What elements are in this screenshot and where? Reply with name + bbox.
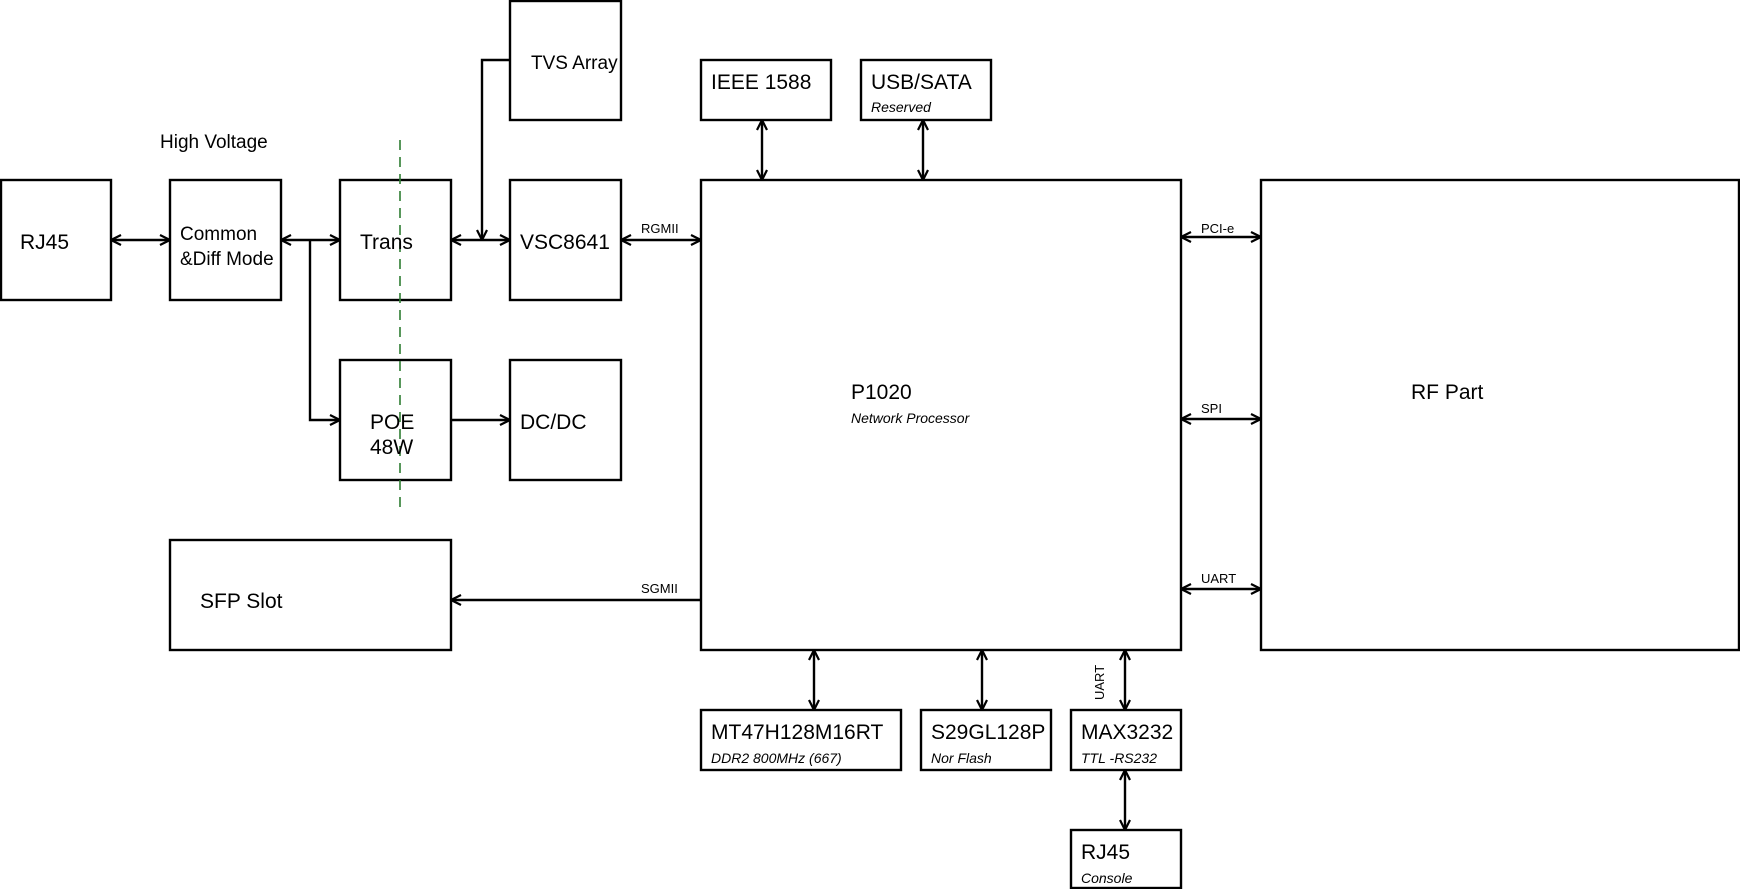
vsc8641-box (508, 178, 623, 302)
rf-part-label: RF Part (1411, 381, 1484, 404)
poe-label-1: POE (370, 411, 414, 434)
common-diff-label-2: &Diff Mode (180, 249, 274, 270)
sfp-slot-box (168, 538, 453, 652)
common-diff-label-1: Common (180, 224, 257, 245)
trans-box (338, 178, 453, 302)
uart-max-label: UART (1092, 665, 1107, 700)
ddr2-label: MT47H128M16RT (711, 721, 884, 744)
common-diff-mode-box (168, 178, 283, 302)
ieee1588-label: IEEE 1588 (711, 71, 811, 94)
usb-sata-box (859, 58, 993, 122)
p1020-label: P1020 (851, 381, 912, 404)
pcie-label: PCI-e (1201, 221, 1234, 236)
nor-flash-label: S29GL128P (931, 721, 1045, 744)
uart-rf-label: UART (1201, 571, 1236, 586)
nor-flash-box (919, 708, 1053, 772)
tvs-array-box (508, 0, 623, 122)
dcdc-label: DC/DC (520, 411, 587, 434)
tvs-array-label: TVS Array (531, 53, 618, 74)
nor-flash-sublabel: Nor Flash (931, 750, 992, 766)
rj45-ethernet-box (0, 178, 113, 302)
rj45-console-label: RJ45 (1081, 841, 1130, 864)
tvs-array-arrow (482, 58, 510, 240)
usb-sata-sublabel: Reserved (871, 99, 932, 115)
sfp-slot-label: SFP Slot (200, 590, 283, 613)
dcdc-box (508, 358, 623, 482)
rgmii-label: RGMII (641, 221, 679, 236)
vsc8641-label: VSC8641 (520, 231, 610, 254)
usb-sata-label: USB/SATA (871, 71, 972, 94)
max3232-sublabel: TTL -RS232 (1081, 750, 1157, 766)
trans-label: Trans (360, 231, 413, 254)
high-voltage-label: High Voltage (160, 132, 268, 153)
p1020-sublabel: Network Processor (851, 410, 971, 426)
common-to-poe-arrow (308, 240, 340, 420)
poe-label-2: 48W (370, 436, 413, 459)
sgmii-label: SGMII (641, 581, 678, 596)
max3232-label: MAX3232 (1081, 721, 1173, 744)
spi-label: SPI (1201, 401, 1222, 416)
rj45-ethernet-label: RJ45 (20, 231, 69, 254)
rj45-console-box (1069, 828, 1183, 889)
rj45-console-sublabel: Console (1081, 870, 1133, 886)
rf-part-box (1259, 178, 1740, 652)
ddr2-sublabel: DDR2 800MHz (667) (711, 750, 842, 766)
ddr2-box (699, 708, 903, 772)
